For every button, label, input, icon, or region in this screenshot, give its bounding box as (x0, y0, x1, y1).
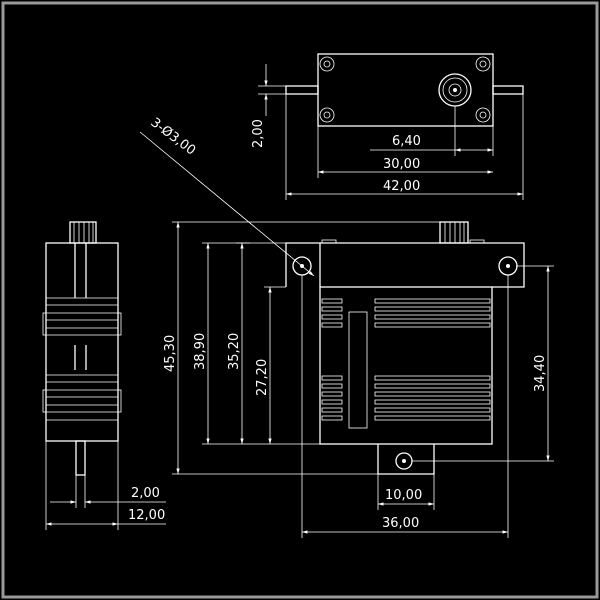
dim-side-width: 12,00 (128, 508, 165, 523)
front-left-fins (321, 298, 343, 421)
dim-hole-callout: 3-Ø3,00 (148, 115, 199, 158)
dim-body-length: 30,00 (383, 157, 420, 172)
dim-tab-thickness: 2,00 (251, 119, 266, 148)
left-mounting-tab (285, 85, 319, 95)
dim-shaft-thickness: 2,00 (131, 486, 160, 501)
front-lower-tab (377, 444, 435, 475)
dim-body-height: 27,20 (255, 359, 270, 396)
dim-hole-spacing: 34,40 (533, 355, 548, 392)
front-right-fins (374, 298, 491, 421)
dim-overall-length: 42,00 (383, 179, 420, 194)
dim-lower-tab-width: 10,00 (385, 488, 422, 503)
front-view-body (319, 286, 493, 445)
front-label-recess (348, 311, 368, 429)
dim-height-to-top: 38,90 (193, 333, 208, 370)
right-mounting-tab (492, 85, 524, 95)
dim-overall-height: 45,30 (163, 335, 178, 372)
output-spline-icon (438, 73, 472, 107)
side-view: 2,00 12,00 (42, 221, 166, 530)
top-view: 2,00 6,40 30,00 42,00 (251, 53, 524, 200)
front-view: 3-Ø3,00 45,30 38,90 35,20 27,20 34,40 10… (139, 115, 554, 538)
dim-height-to-tab: 35,20 (227, 333, 242, 370)
dim-output-offset: 6,40 (392, 134, 421, 149)
side-view-body (45, 242, 119, 442)
dim-front-width: 36,00 (382, 516, 419, 531)
side-lower-shaft (75, 440, 86, 476)
